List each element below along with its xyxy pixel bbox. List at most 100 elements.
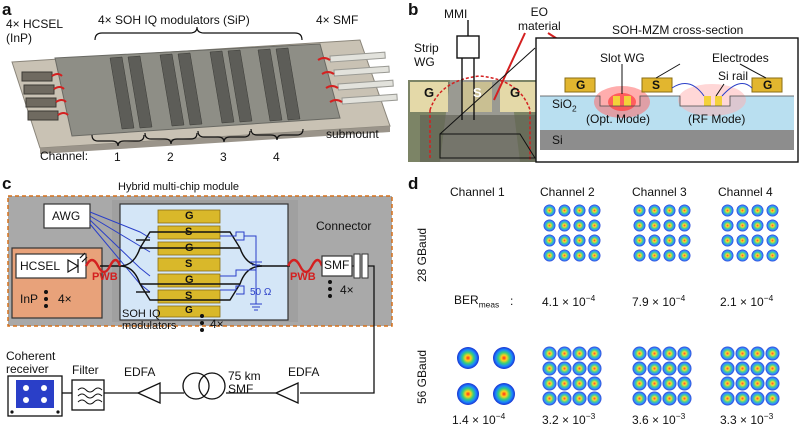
constellation-point bbox=[647, 391, 662, 406]
eo-material-label: EO material bbox=[518, 5, 561, 33]
constellation-point bbox=[572, 391, 587, 406]
constellation-point bbox=[721, 219, 734, 232]
constellation-point bbox=[588, 234, 601, 247]
electrode-label-4: S bbox=[185, 258, 193, 270]
constellation-point bbox=[558, 234, 571, 247]
constellation-point bbox=[558, 249, 571, 262]
pwb-left-label: PWB bbox=[92, 271, 118, 283]
constellation-point bbox=[558, 219, 571, 232]
constellation-point bbox=[573, 204, 586, 217]
constellation-point bbox=[677, 346, 692, 361]
smf-multiplier: 4× bbox=[340, 283, 354, 297]
inp-label: InP bbox=[20, 292, 39, 306]
soh-multiplier: 4× bbox=[210, 317, 224, 331]
constellation-point bbox=[457, 383, 479, 405]
constellation-point bbox=[677, 376, 692, 391]
termination-label: 50 Ω bbox=[250, 287, 272, 298]
coherent-receiver-label: Coherent receiver bbox=[6, 349, 56, 377]
si-rail-label: Si rail bbox=[718, 69, 749, 83]
electrode-g-right: G bbox=[763, 78, 773, 92]
constellation-point bbox=[587, 391, 602, 406]
constellation-point bbox=[721, 204, 734, 217]
ber-28-ch2: 4.1 × 10−4 bbox=[542, 293, 596, 309]
constellation-point bbox=[572, 346, 587, 361]
constellation-point bbox=[751, 249, 764, 262]
constellation-point bbox=[557, 361, 572, 376]
ber-28-ch4: 2.1 × 10−4 bbox=[720, 293, 774, 309]
constellation-point bbox=[648, 249, 661, 262]
panel-c-label: c bbox=[2, 174, 12, 193]
micrograph-g1: G bbox=[424, 85, 435, 100]
constellation-point bbox=[542, 376, 557, 391]
constellation-point bbox=[765, 391, 780, 406]
constellation-point bbox=[558, 204, 571, 217]
constellation-point bbox=[677, 361, 692, 376]
constellation-point bbox=[632, 361, 647, 376]
constellation-point bbox=[720, 346, 735, 361]
ber-28-ch3: 7.9 × 10−4 bbox=[632, 293, 686, 309]
panel-a-label: a bbox=[2, 0, 12, 19]
constellation-point bbox=[648, 219, 661, 232]
constellation-56-ch1 bbox=[457, 347, 515, 405]
laser-label: 4× HCSEL (InP) bbox=[6, 17, 64, 45]
constellation-point bbox=[765, 361, 780, 376]
constellation-point bbox=[736, 234, 749, 247]
constellation-point bbox=[662, 361, 677, 376]
constellation-point bbox=[588, 204, 601, 217]
constellation-point bbox=[735, 391, 750, 406]
channel-number-4: 4 bbox=[273, 150, 280, 164]
constellation-point bbox=[587, 361, 602, 376]
constellation-point bbox=[493, 347, 515, 369]
constellation-point bbox=[750, 346, 765, 361]
channel-header-1: Channel 1 bbox=[450, 185, 505, 199]
span-label: 75 km SMF bbox=[228, 369, 261, 397]
constellation-point bbox=[648, 204, 661, 217]
constellation-point bbox=[633, 249, 646, 262]
module-title: Hybrid multi-chip module bbox=[118, 181, 240, 193]
constellation-point bbox=[721, 234, 734, 247]
opt-mode-label: (Opt. Mode) bbox=[586, 112, 651, 126]
constellation-point bbox=[720, 361, 735, 376]
constellation-point bbox=[678, 234, 691, 247]
constellation-point bbox=[766, 234, 779, 247]
constellation-point bbox=[663, 204, 676, 217]
constellation-56-ch3 bbox=[632, 346, 692, 406]
modulators-label: 4× SOH IQ modulators (SiP) bbox=[98, 13, 250, 27]
constellation-point bbox=[720, 376, 735, 391]
constellation-point bbox=[632, 376, 647, 391]
electrode-label-5: G bbox=[185, 274, 194, 286]
electrode-label-1: G bbox=[185, 210, 194, 222]
constellation-point bbox=[766, 204, 779, 217]
constellation-point bbox=[543, 204, 556, 217]
channel-header-3: Channel 3 bbox=[632, 185, 687, 199]
ber-56-ch4: 3.3 × 10−3 bbox=[720, 411, 774, 427]
constellation-point bbox=[750, 361, 765, 376]
constellation-point bbox=[662, 346, 677, 361]
constellation-point bbox=[751, 234, 764, 247]
constellation-point bbox=[573, 249, 586, 262]
constellation-point bbox=[633, 234, 646, 247]
panel-c-setup-diagram bbox=[7, 195, 393, 417]
channel-header-4: Channel 4 bbox=[718, 185, 773, 199]
constellation-point bbox=[766, 219, 779, 232]
constellation-point bbox=[573, 219, 586, 232]
constellation-28-ch2 bbox=[543, 204, 601, 262]
constellation-point bbox=[542, 391, 557, 406]
rf-mode-label: (RF Mode) bbox=[688, 112, 746, 126]
connector-label: Connector bbox=[316, 219, 372, 233]
constellation-point bbox=[751, 204, 764, 217]
constellation-point bbox=[663, 219, 676, 232]
inp-multiplier: 4× bbox=[58, 292, 72, 306]
constellation-point bbox=[736, 219, 749, 232]
constellation-point bbox=[735, 361, 750, 376]
micrograph-s: S bbox=[473, 85, 482, 100]
channel-number-2: 2 bbox=[167, 150, 174, 164]
edfa-left-label: EDFA bbox=[124, 365, 156, 379]
electrode-label-2: S bbox=[185, 226, 193, 238]
constellation-point bbox=[588, 219, 601, 232]
constellation-point bbox=[557, 346, 572, 361]
sio2-label: SiO2 bbox=[552, 97, 577, 114]
constellation-point bbox=[735, 346, 750, 361]
electrode-g-left: G bbox=[576, 78, 586, 92]
constellation-point bbox=[632, 346, 647, 361]
